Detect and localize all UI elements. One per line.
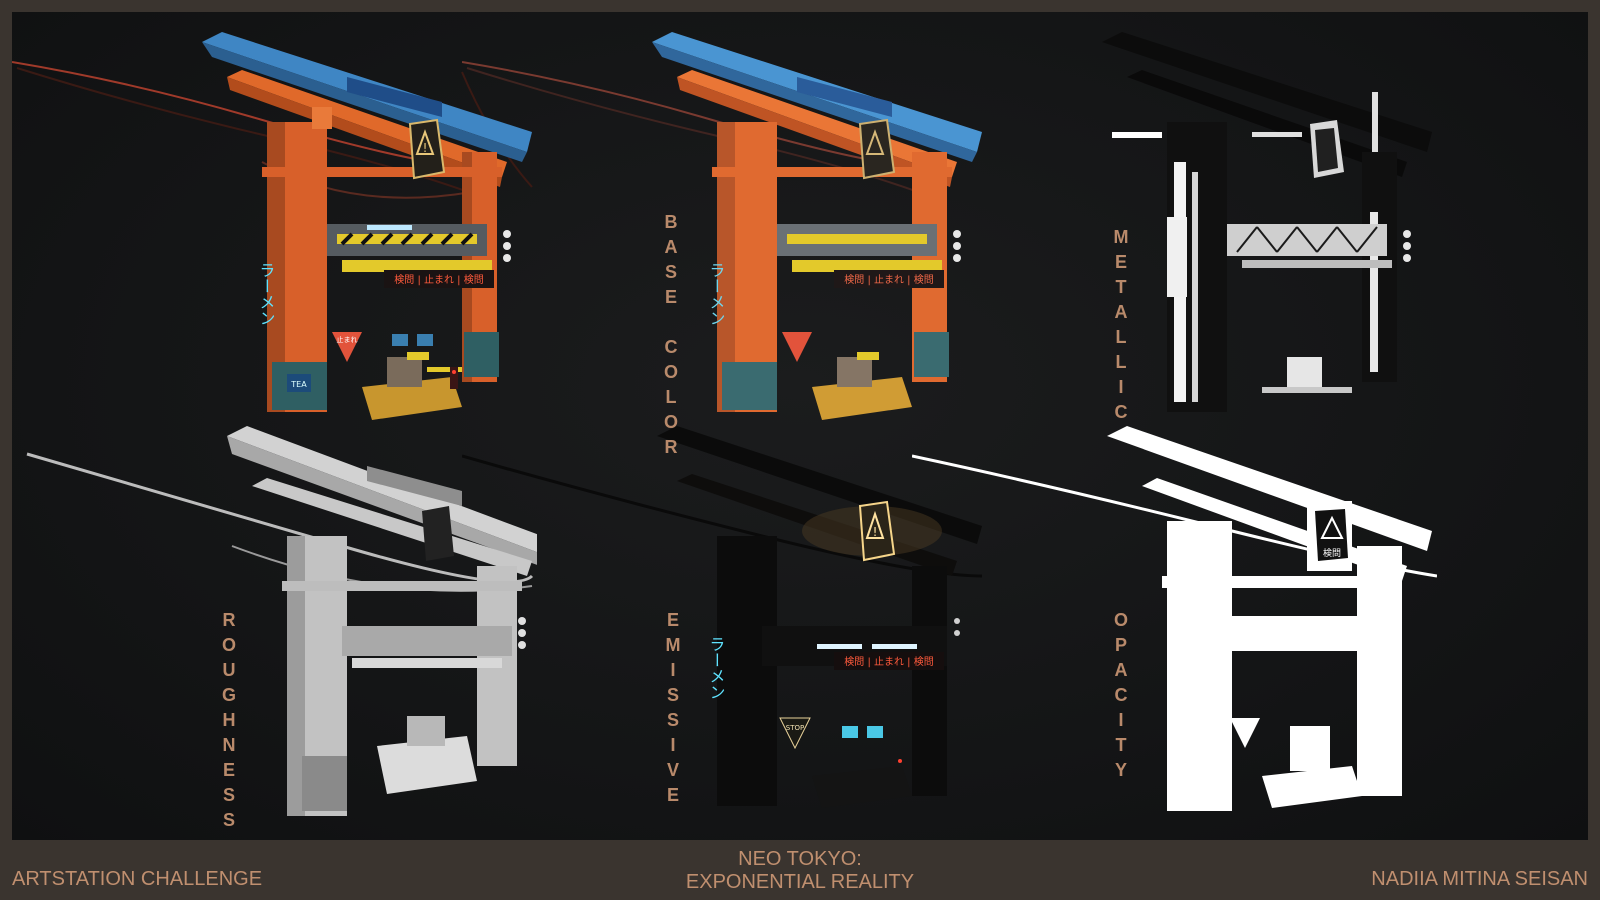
kanji-bar-sign: 検問 | 止まれ | 検問 [394,273,483,286]
torii-base-color: 検問 | 止まれ | 検問 ラーメン [462,32,982,420]
torii-metallic [1102,32,1432,412]
warning-glyph: ! [423,141,428,155]
kanji-bar-sign: 検問 | 止まれ | 検問 [844,273,933,286]
kenmon-label: 検問 [1323,547,1341,559]
label-metallic: METALLIC [1111,227,1131,427]
panel-color-render: 検問 | 止まれ | 検問 ! ラーメン 止まれ TEA [12,12,537,426]
stop-sign-en: STOP [786,724,804,732]
label-opacity: OPACITY [1111,610,1131,785]
footer-title-line2: EXPONENTIAL REALITY [685,871,915,893]
ramen-sign: ラーメン [707,262,726,326]
torii-color-render: 検問 | 止まれ | 検問 ! ラーメン 止まれ TEA [12,32,533,420]
texture-sheet: 検問 | 止まれ | 検問 ! ラーメン 止まれ TEA [12,12,1588,840]
footer-title-line1: NEO TOKYO: [738,848,862,870]
footer-artist-name: NADIIA MITINA SEISAN [1371,868,1588,890]
label-emissive: EMISSIVE [663,610,683,810]
torii-emissive: ! 検問 | 止まれ | 検問 ラーメン STOP [462,426,983,808]
panel-emissive: ! 検問 | 止まれ | 検問 ラーメン STOP [462,426,987,840]
torii-roughness [26,426,537,816]
stop-sign-jp: 止まれ [337,335,358,344]
warning-glyph: ! [873,525,878,539]
ramen-neon-sign: ラーメン [707,636,726,700]
footer: ARTSTATION CHALLENGE NEO TOKYO: EXPONENT… [0,840,1600,900]
ramen-neon-sign: ラーメン [257,262,276,326]
panel-opacity: 検問 [912,426,1437,840]
label-base-color: BASE COLOR [661,212,681,462]
panel-roughness [12,426,537,840]
kanji-bar-sign: 検問 | 止まれ | 検問 [844,655,933,668]
panel-metallic [912,12,1437,426]
torii-opacity: 検問 [912,426,1437,811]
panel-base-color: 検問 | 止まれ | 検問 ラーメン [462,12,987,426]
footer-challenge-name: ARTSTATION CHALLENGE [12,868,263,890]
label-roughness: ROUGHNESS [219,610,239,835]
footer-project-title: NEO TOKYO: EXPONENTIAL REALITY [0,848,1600,894]
tea-sign: TEA [290,380,307,389]
